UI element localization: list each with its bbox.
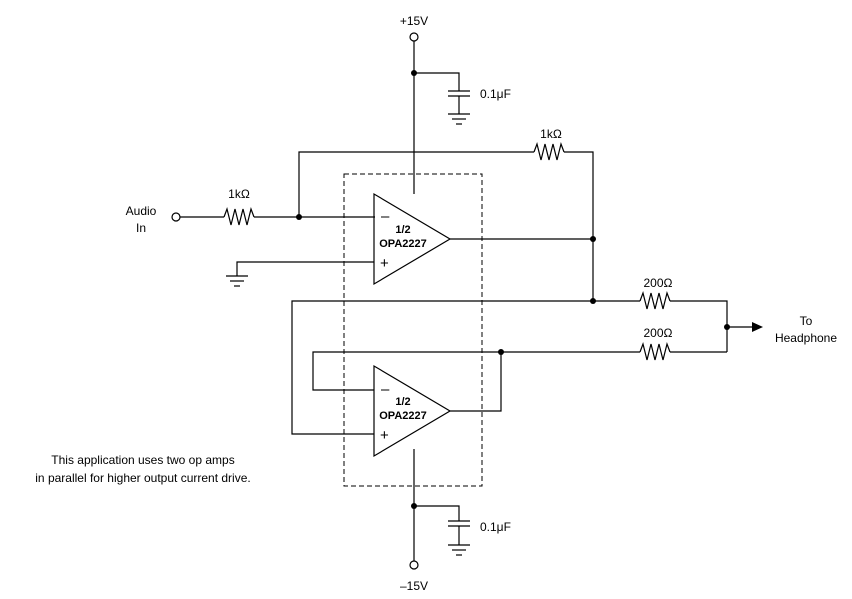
negative-supply bbox=[409, 449, 460, 570]
note-line1: This application uses two op amps bbox=[51, 453, 234, 467]
positive-supply bbox=[409, 32, 460, 194]
output-label-line2: Headphone bbox=[775, 331, 837, 345]
lower-output-resistor bbox=[639, 341, 671, 361]
note-line2: in parallel for higher output current dr… bbox=[35, 471, 250, 485]
bottom-opamp bbox=[373, 364, 452, 458]
audio-input-label-line1: Audio bbox=[126, 204, 157, 218]
positive-supply-label: +15V bbox=[400, 14, 428, 28]
positive-supply-terminal bbox=[409, 32, 419, 42]
input-ground-icon bbox=[226, 275, 248, 287]
negative-supply-label: –15V bbox=[400, 579, 428, 593]
bottom-opamp-label-line1: 1/2 bbox=[395, 396, 410, 408]
top-capacitor-ground-icon bbox=[448, 113, 470, 125]
top-opamp-minus-sign: – bbox=[381, 208, 390, 225]
bottom-capacitor bbox=[448, 520, 470, 545]
bottom-opamp-plus-sign: + bbox=[380, 427, 389, 444]
feedback-resistor bbox=[533, 141, 565, 161]
top-opamp-label-line2: OPA2227 bbox=[379, 238, 427, 250]
negative-supply-terminal bbox=[409, 560, 419, 570]
upper-output-resistor-label: 200Ω bbox=[644, 276, 673, 290]
top-capacitor bbox=[448, 90, 470, 114]
output-arrow-icon bbox=[752, 322, 763, 332]
audio-input-terminal bbox=[171, 212, 181, 222]
upper-output-resistor bbox=[639, 290, 671, 310]
top-opamp-plus-sign: + bbox=[380, 255, 389, 272]
feedback-resistor-label: 1kΩ bbox=[540, 127, 562, 141]
input-resistor bbox=[223, 206, 255, 226]
top-capacitor-label: 0.1μF bbox=[480, 87, 511, 101]
top-opamp-label-line1: 1/2 bbox=[395, 224, 410, 236]
input-resistor-label: 1kΩ bbox=[228, 187, 250, 201]
bottom-capacitor-label: 0.1μF bbox=[480, 520, 511, 534]
bottom-opamp-minus-sign: – bbox=[381, 381, 390, 398]
bottom-capacitor-ground-icon bbox=[448, 544, 470, 556]
opamp-package-outline bbox=[343, 173, 483, 487]
top-opamp bbox=[373, 192, 452, 286]
output-label-line1: To bbox=[800, 314, 813, 328]
audio-input-label-line2: In bbox=[136, 221, 146, 235]
bottom-opamp-label-line2: OPA2227 bbox=[379, 410, 427, 422]
lower-output-resistor-label: 200Ω bbox=[644, 326, 673, 340]
